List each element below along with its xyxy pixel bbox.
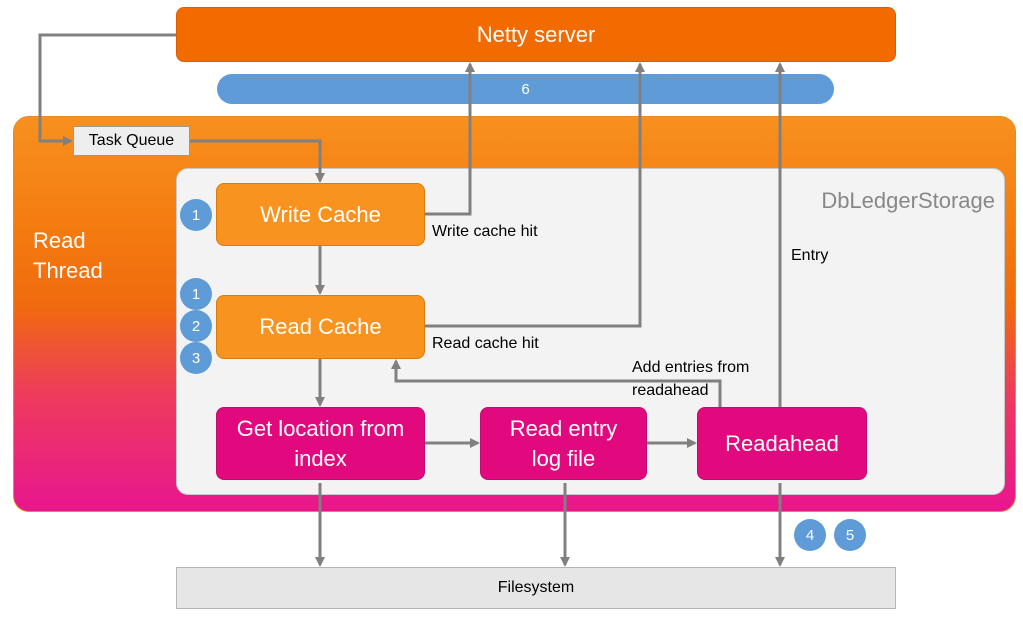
write-cache-box: Write Cache (216, 183, 425, 246)
read-cache-box: Read Cache (216, 295, 425, 359)
readahead-label: Readahead (725, 430, 839, 456)
netty-server-box: Netty server (176, 7, 896, 62)
step-badge: 2 (180, 310, 212, 342)
step-badge: 3 (180, 342, 212, 374)
entry-label: Entry (791, 247, 829, 264)
write-cache-hit-label: Write cache hit (432, 223, 538, 240)
read-entry-label: Read entry log file (509, 415, 618, 471)
filesystem-label: Filesystem (497, 579, 575, 596)
add-entries-label-line2: readahead (632, 382, 709, 399)
db-ledger-storage-label: DbLedgerStorage (821, 188, 995, 213)
read-entry-box: Read entry log file (480, 407, 647, 480)
step-6-bar: 6 (217, 74, 834, 104)
add-entries-label-line1: Add entries from (632, 359, 750, 376)
get-location-box: Get location from index (216, 407, 425, 480)
read-cache-label: Read Cache (259, 314, 382, 339)
get-location-label: Get location from index (236, 415, 405, 471)
step-badge: 1 (180, 199, 212, 231)
step-6-label: 6 (521, 80, 530, 98)
read-cache-hit-label: Read cache hit (432, 335, 539, 352)
filesystem-box: Filesystem (176, 567, 896, 609)
task-queue-box: Task Queue (73, 126, 190, 156)
read-thread-label: Read Thread (33, 228, 103, 283)
step-badge: 1 (180, 278, 212, 310)
readahead-box: Readahead (697, 407, 867, 480)
task-queue-label: Task Queue (88, 132, 175, 149)
step-badge: 4 (794, 519, 826, 551)
netty-server-label: Netty server (476, 21, 596, 47)
write-cache-label: Write Cache (260, 201, 381, 227)
step-badge: 5 (834, 519, 866, 551)
